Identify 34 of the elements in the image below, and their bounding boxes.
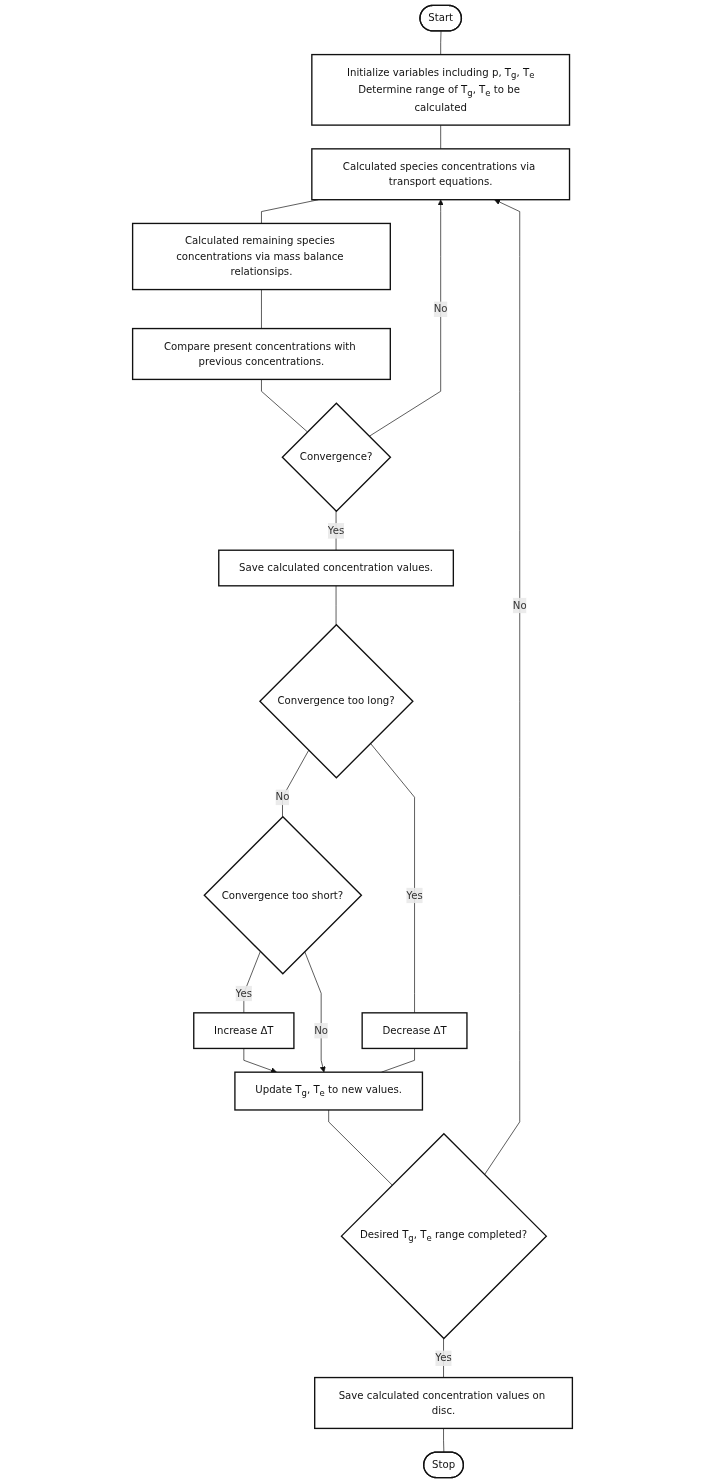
node-box: Save calculated concentration values. [218, 549, 454, 587]
edge-label: Yes [235, 987, 253, 1000]
edge-label: Yes [406, 889, 423, 902]
connector [243, 951, 261, 1014]
connector [370, 743, 415, 1014]
connector [261, 289, 262, 329]
node-diamond: Convergence too long? [258, 623, 414, 779]
node-box: Update T$_{g}$, T$_{e}$ to new values. [234, 1071, 424, 1111]
edge-label: No [314, 1024, 329, 1037]
connector [328, 1109, 393, 1186]
node-diamond: Desired T$_{g}$, T$_{e}$ range completed? [340, 1132, 548, 1340]
connector [443, 1338, 444, 1378]
connector [335, 585, 337, 626]
node-diamond: Convergence? [281, 402, 392, 513]
node-box: Initialize variables including p, T$_{g}$, T$_{e}$ Determine range of T$_{g}$, T$_{e}$ to be calculated [311, 53, 571, 126]
node-box: Calculated species concentrations via transport equations. [311, 148, 571, 201]
node-diamond: Convergence too short? [203, 815, 363, 975]
connector [440, 124, 441, 150]
edge-label: No [433, 302, 448, 315]
node-box: Save calculated concentration values on disc. [314, 1376, 574, 1430]
edge-label: Yes [435, 1351, 452, 1364]
connector [443, 1428, 445, 1453]
edge-label: No [275, 790, 290, 804]
node-box: Decrease ΔT [361, 1012, 468, 1050]
edge-label: No [512, 599, 527, 612]
node-box: Calculated remaining species concentrations via mass balance relationsips. [131, 222, 391, 291]
connector [440, 30, 442, 55]
node-box: Increase ΔT [193, 1012, 295, 1050]
connector [335, 510, 337, 551]
connector [261, 379, 308, 433]
node-box: Compare present concentrations with previous concentrations. [131, 327, 391, 381]
connector [282, 750, 309, 818]
edge-label: Yes [327, 524, 345, 537]
connector [381, 1048, 415, 1073]
